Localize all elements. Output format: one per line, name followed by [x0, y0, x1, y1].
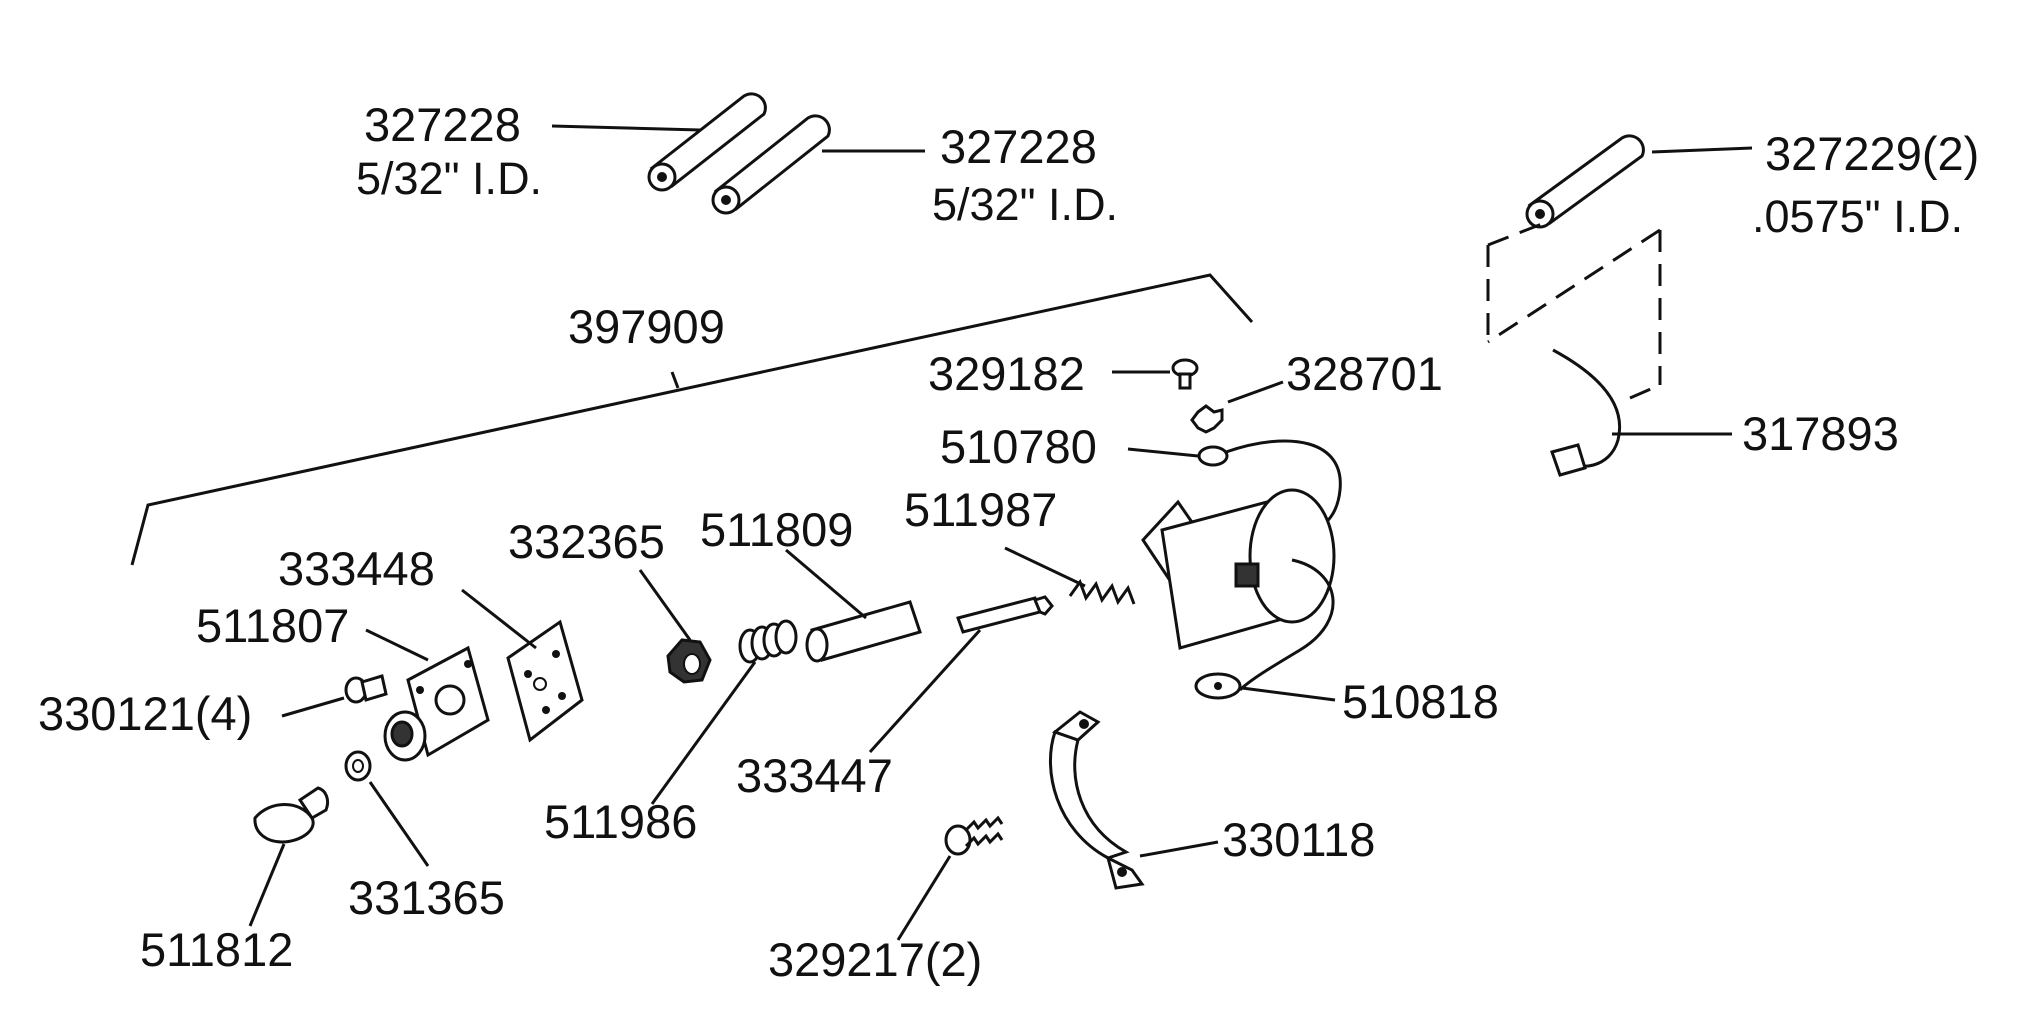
- label-329182: 329182: [928, 347, 1085, 400]
- washer-331365: [344, 750, 372, 782]
- label-327228-right: 327228: [940, 120, 1097, 173]
- screw-329182: [1171, 358, 1199, 390]
- clamp-330118: [1048, 710, 1145, 890]
- label-327229: 327229(2): [1765, 127, 1979, 180]
- gasket-333448: [506, 619, 584, 743]
- clip-317893: [1550, 348, 1622, 477]
- label-331365: 331365: [348, 871, 505, 924]
- star-washer-328701: [1190, 404, 1224, 434]
- tube-327229: [1525, 134, 1645, 229]
- screw-330121: [344, 674, 388, 704]
- cover-511807: [383, 645, 490, 762]
- spring-511986: [738, 619, 798, 664]
- terminal-510780: [1197, 439, 1342, 530]
- plunger-333447: [956, 595, 1054, 634]
- label-511987: 511987: [904, 483, 1057, 536]
- elbow-511812: [253, 786, 330, 844]
- label-330121: 330121(4): [38, 687, 252, 740]
- label-511807: 511807: [196, 599, 349, 652]
- label-333448: 333448: [278, 542, 435, 595]
- label-317893: 317893: [1742, 407, 1899, 460]
- label-329217: 329217(2): [768, 933, 982, 986]
- label-510780: 510780: [940, 420, 1097, 473]
- label-333447: 333447: [736, 749, 893, 802]
- solenoid-body: [1141, 488, 1336, 700]
- label-327228-right-id: 5/32" I.D.: [932, 179, 1118, 230]
- label-327228-left-id: 5/32" I.D.: [356, 153, 542, 204]
- label-327228-left: 327228: [364, 98, 521, 151]
- tube-327228-left: [647, 92, 767, 192]
- sleeve-511809: [805, 600, 922, 663]
- label-511809: 511809: [700, 503, 853, 556]
- tube-327228-right: [711, 114, 831, 215]
- label-327229-id: .0575" I.D.: [1752, 191, 1963, 242]
- nut-332365: [666, 638, 712, 684]
- label-511986: 511986: [544, 795, 697, 848]
- label-511812: 511812: [140, 923, 293, 976]
- screw-329217: [944, 815, 1004, 856]
- label-510818: 510818: [1342, 675, 1499, 728]
- spring-511987: [1068, 578, 1136, 606]
- label-330118: 330118: [1222, 813, 1375, 866]
- label-328701: 328701: [1286, 347, 1443, 400]
- label-332365: 332365: [508, 515, 665, 568]
- label-397909: 397909: [568, 300, 725, 353]
